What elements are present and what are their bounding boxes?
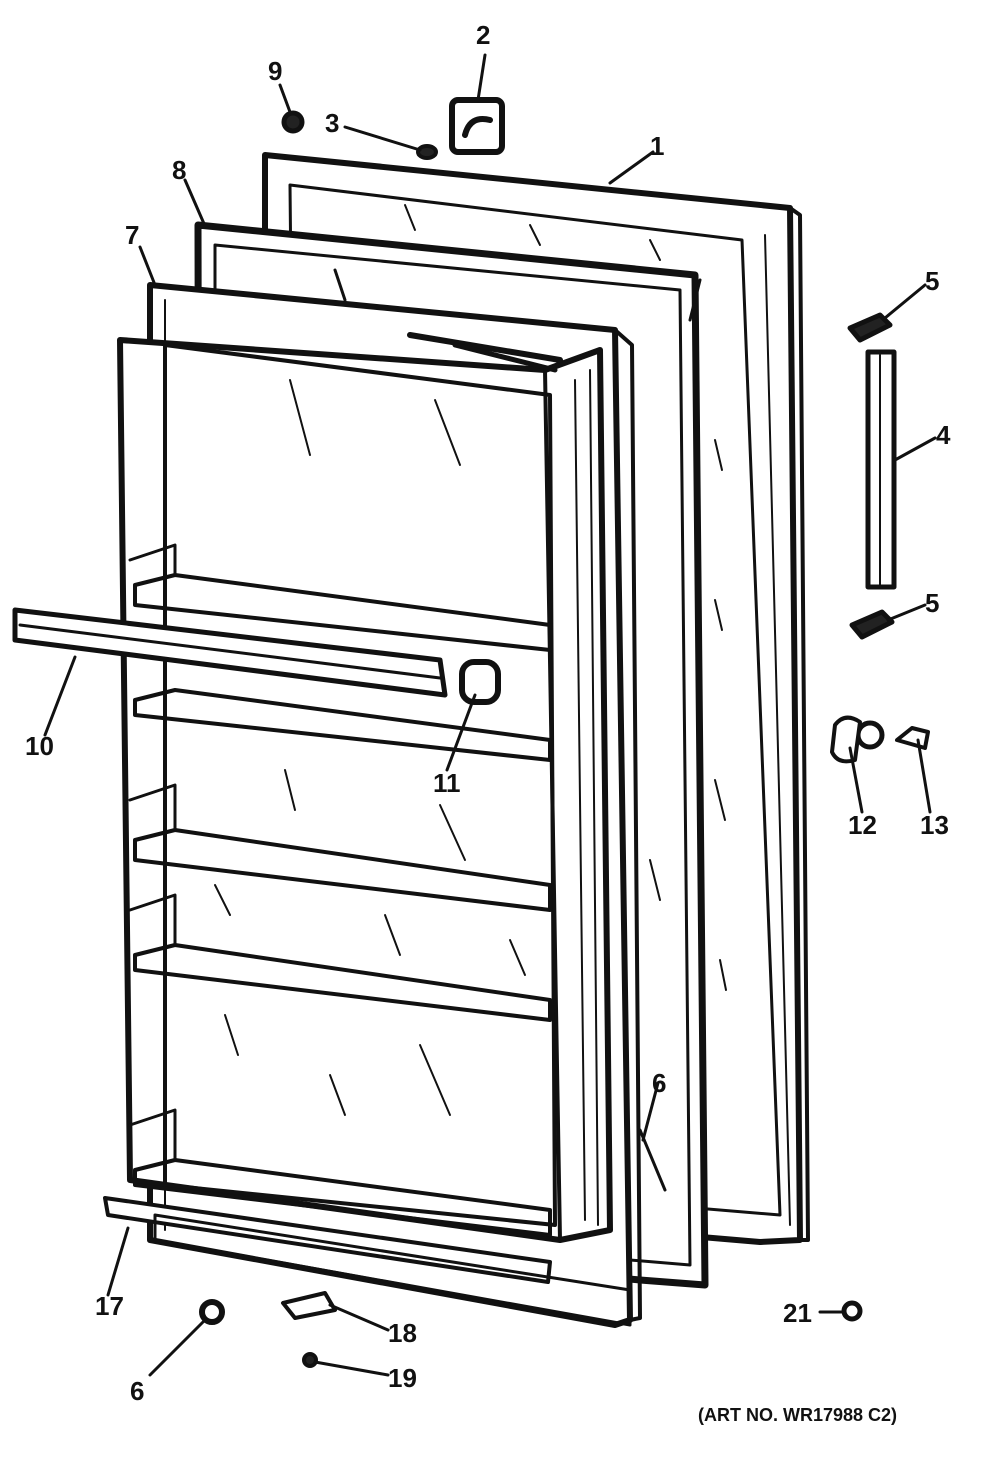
strip-cap-top	[847, 312, 893, 343]
label-part-5-top: 5	[925, 266, 940, 296]
label-part-10: 10	[25, 731, 54, 761]
strip-cap-bottom	[849, 609, 895, 640]
handle-end-cap	[459, 659, 501, 705]
label-part-18: 18	[388, 1318, 417, 1348]
label-part-5-bottom: 5	[925, 588, 940, 618]
label-part-6-frame: 6	[652, 1068, 667, 1098]
label-part-9: 9	[268, 56, 283, 86]
bottom-trim-strip	[103, 1196, 632, 1327]
label-part-7: 7	[125, 220, 140, 250]
door-handle-bar	[12, 607, 448, 698]
door-bumper-6	[199, 1299, 225, 1325]
label-part-2: 2	[476, 20, 491, 50]
part-21	[841, 1300, 863, 1322]
art-number: (ART NO. WR17988 C2)	[698, 1405, 898, 1425]
screw-19	[302, 1352, 318, 1368]
label-part-6: 6	[130, 1376, 145, 1406]
label-part-3: 3	[325, 108, 340, 138]
door-stop-bracket	[281, 1291, 337, 1320]
screw-3	[416, 144, 438, 160]
label-part-21: 21	[783, 1298, 812, 1328]
leader-lines	[43, 53, 937, 1377]
label-part-19: 19	[388, 1363, 417, 1393]
label-part-4: 4	[936, 420, 951, 450]
door-latch	[830, 715, 885, 764]
label-part-8: 8	[172, 155, 187, 185]
screw-9	[281, 110, 305, 134]
door-strike	[895, 726, 930, 750]
hinge-strip	[865, 349, 897, 590]
label-part-13: 13	[920, 810, 949, 840]
door-liner	[117, 204, 727, 1243]
label-part-17: 17	[95, 1291, 124, 1321]
label-part-1: 1	[650, 131, 665, 161]
hinge-plate	[449, 97, 505, 155]
label-part-11: 11	[433, 768, 461, 798]
label-part-12: 12	[848, 810, 877, 840]
